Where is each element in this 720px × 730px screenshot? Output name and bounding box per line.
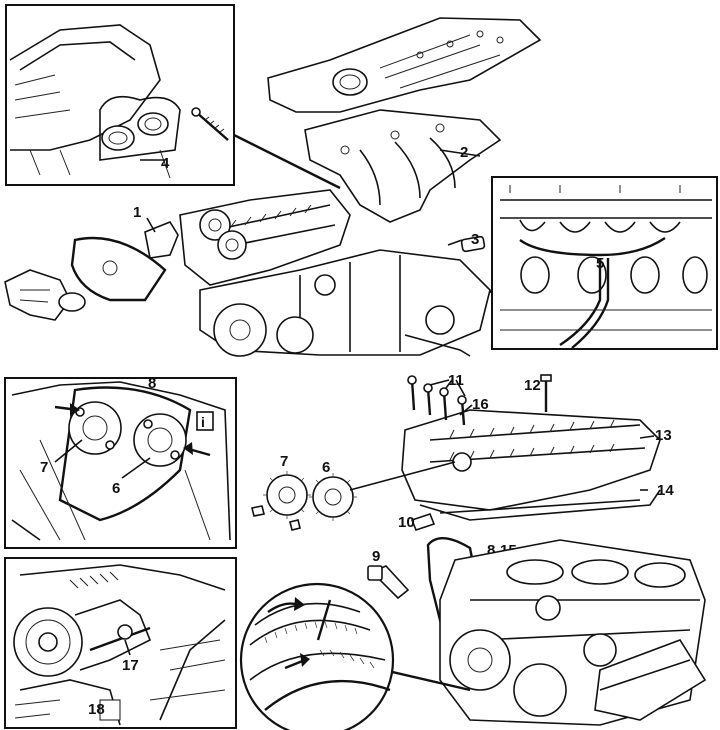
cam-cover: [267, 17, 542, 113]
callout-9: 9: [372, 548, 380, 565]
callout-10: 10: [398, 514, 415, 531]
callout-8-block: 8: [487, 542, 495, 559]
info-stub: [196, 411, 214, 431]
info-marker: i: [201, 414, 205, 430]
sensor-9: 9: [367, 548, 410, 600]
inset-bottom-left: 17 18: [4, 557, 237, 729]
callout-13: 13: [655, 427, 672, 444]
callout-11: 11: [448, 372, 464, 389]
intake-manifold: 2: [304, 109, 502, 223]
callout-4: 4: [161, 155, 170, 172]
timing-mark-inset: [239, 582, 395, 730]
inset-top-right: 5: [491, 176, 718, 350]
callout-18: 18: [88, 701, 105, 718]
engine-block-bottom: 8 15 9: [367, 537, 707, 726]
callout-8: 8: [148, 375, 156, 392]
engine-assembly-top: 1 3: [4, 189, 491, 357]
inset-pointer-line: [233, 133, 341, 190]
inset-frame-mid-left: [4, 377, 237, 549]
callout-7: 7: [280, 453, 288, 470]
callout-6-inset: 6: [112, 480, 120, 497]
inset-mid-left: i 7 6 8: [4, 375, 237, 549]
callout-12: 12: [524, 377, 541, 394]
sprocket-6: [309, 473, 357, 521]
callout-16: 16: [472, 396, 489, 413]
callout-14: 14: [657, 482, 674, 499]
callout-5: 5: [596, 255, 604, 272]
callout-7-inset: 7: [40, 459, 48, 476]
callout-1: 1: [133, 204, 141, 221]
sprocket-7: [263, 471, 311, 519]
camshaft-head-exploded: 7 6 11 12 16 13 14 10: [251, 372, 674, 531]
callout-6: 6: [322, 459, 330, 476]
callout-3: 3: [471, 231, 479, 248]
callout-17: 17: [122, 657, 139, 674]
inset-top-left: 4: [5, 4, 235, 186]
callout-2: 2: [460, 144, 468, 161]
